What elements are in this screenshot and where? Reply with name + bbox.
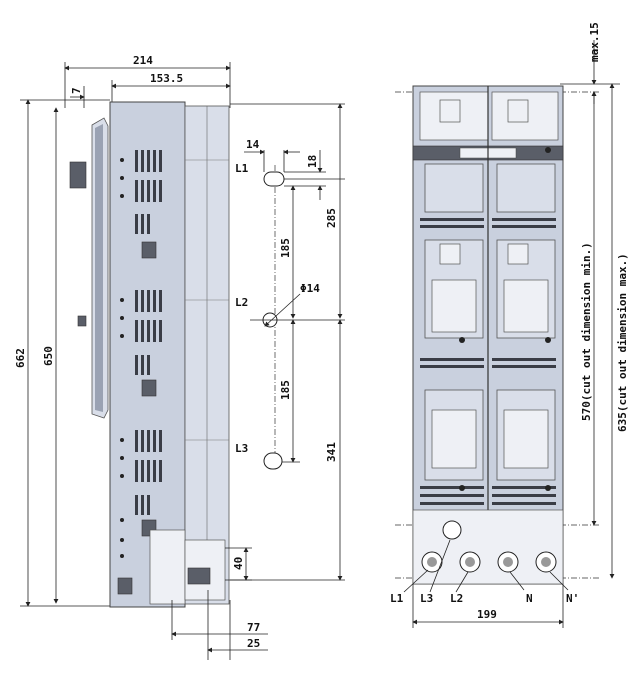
dim-25: 25 xyxy=(247,637,260,650)
dim-40: 40 xyxy=(232,557,245,570)
dim-77: 77 xyxy=(247,621,260,634)
dim-199: 199 xyxy=(477,608,497,621)
dim-650: 650 xyxy=(42,346,55,366)
label-l2: L2 xyxy=(235,296,248,309)
side-view: 214 153.5 7 662 650 xyxy=(14,54,268,660)
terminal-n-prime: N' xyxy=(566,592,579,605)
front-view: L1 L3 L2 N N' 199 max.15 570(cut out dim… xyxy=(390,22,629,628)
dim-662: 662 xyxy=(14,348,27,368)
dim-phi-14: Φ14 xyxy=(300,282,320,295)
dim-7: 7 xyxy=(70,87,83,94)
mounting-holes: L1 14 18 285 185 L2 Φ14 185 L3 xyxy=(230,103,345,581)
hole-l1 xyxy=(263,171,285,187)
dim-185-upper: 185 xyxy=(279,238,292,258)
dim-285: 285 xyxy=(325,208,338,228)
label-l3: L3 xyxy=(235,442,248,455)
terminal-l1: L1 xyxy=(390,592,404,605)
dim-14: 14 xyxy=(246,138,260,151)
terminals xyxy=(412,509,564,585)
handle-knob xyxy=(69,161,87,189)
dim-cut-out-min: 570(cut out dimension min.) xyxy=(580,242,593,421)
dim-cut-out-max: 635(cut out dimension max.) xyxy=(616,253,629,432)
dim-max-15: max.15 xyxy=(588,22,601,62)
terminal-block xyxy=(149,529,186,605)
terminal-l2: L2 xyxy=(450,592,463,605)
dim-214: 214 xyxy=(133,54,153,67)
dim-153-5: 153.5 xyxy=(150,72,183,85)
hole-l3 xyxy=(263,452,283,470)
dim-18: 18 xyxy=(306,155,319,168)
dim-341: 341 xyxy=(325,442,338,462)
dim-185-lower: 185 xyxy=(279,380,292,400)
vent-slots xyxy=(135,150,162,515)
terminal-n: N xyxy=(526,592,533,605)
fuse-carriers xyxy=(424,99,556,481)
label-l1: L1 xyxy=(235,162,249,175)
terminal-l3: L3 xyxy=(420,592,433,605)
